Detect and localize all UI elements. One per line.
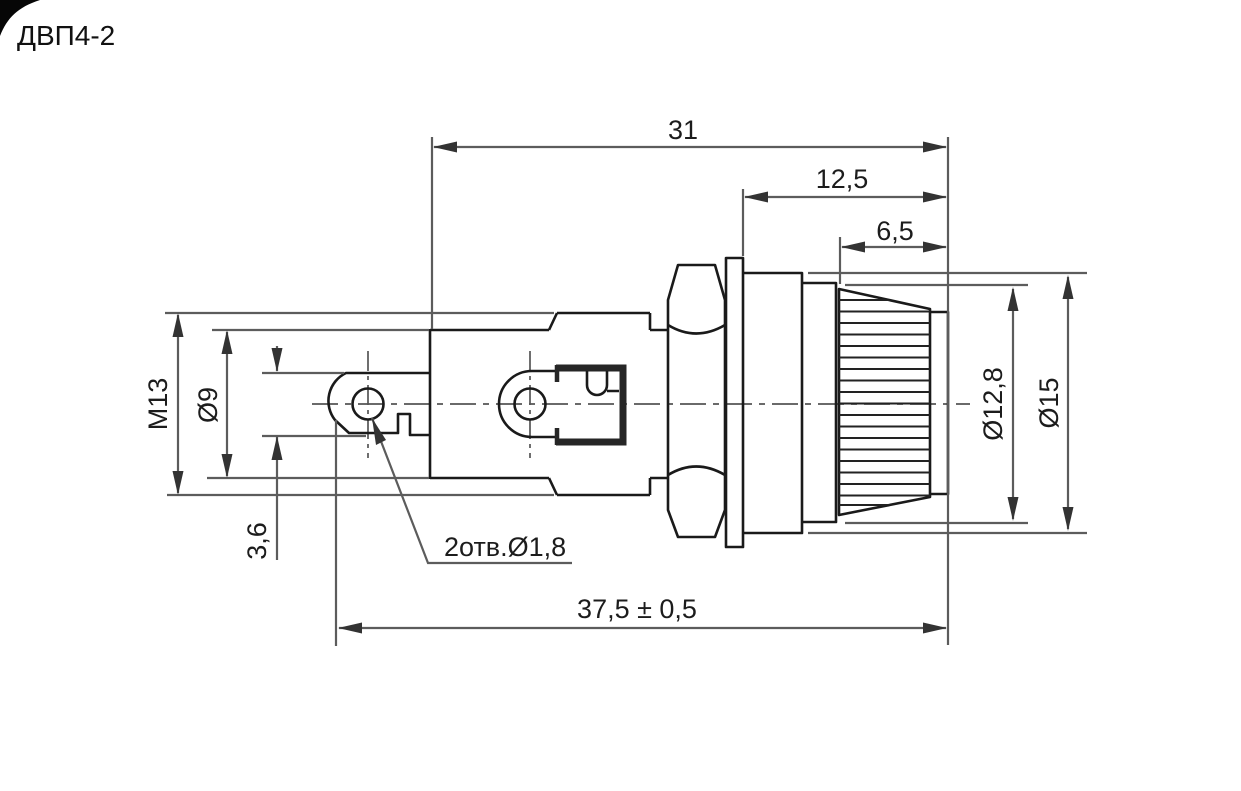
dim-label-31: 31 xyxy=(668,115,698,145)
dim-label-6-5: 6,5 xyxy=(876,216,914,246)
dimension-rear-length: 12,5 xyxy=(741,164,947,256)
lug-hole-middle xyxy=(513,387,547,421)
part-number-title: ДВП4-2 xyxy=(17,20,115,51)
scan-corner-artifact xyxy=(0,0,40,36)
dimension-body-diameter: Ø9 xyxy=(193,328,429,480)
contact-sleeve xyxy=(554,364,627,446)
dimension-cap-diameter: Ø12,8 xyxy=(845,283,1028,525)
leader-lug-holes: 2отв.Ø1,8 xyxy=(370,417,572,565)
dimension-flange-diameter: Ø15 xyxy=(808,271,1087,535)
leader-label-holes: 2отв.Ø1,8 xyxy=(444,532,566,562)
solder-lug-middle xyxy=(497,369,556,439)
contact-spring-finger xyxy=(585,371,619,397)
dim-label-12-5: 12,5 xyxy=(816,164,869,194)
knurl-lines xyxy=(839,298,930,507)
flange-threaded-section xyxy=(557,311,668,497)
part-side-view xyxy=(327,256,950,549)
dim-label-d12-8: Ø12,8 xyxy=(978,367,1008,441)
bushing-step xyxy=(802,281,838,524)
dim-label-3-6: 3,6 xyxy=(242,522,272,560)
bushing xyxy=(744,271,838,535)
panel-washer xyxy=(724,256,745,549)
insulator-body xyxy=(428,312,559,496)
dimension-body-length: 31 xyxy=(430,115,950,645)
cap-tip-collar xyxy=(930,310,950,496)
dimension-lug-width: 3,6 xyxy=(242,346,366,560)
knurled-cap xyxy=(837,287,950,517)
dimension-thread: M13 xyxy=(143,311,554,497)
dimension-cap-length: 6,5 xyxy=(838,216,947,284)
dim-label-m13: M13 xyxy=(143,378,173,431)
lug-hole-left xyxy=(351,387,385,421)
centerlines xyxy=(312,351,970,458)
hex-nut xyxy=(666,263,727,539)
solder-lug-left xyxy=(327,371,430,437)
dim-label-d15: Ø15 xyxy=(1034,377,1064,428)
dimension-overall-length: 37,5 ± 0,5 xyxy=(334,420,947,646)
dim-label-d9: Ø9 xyxy=(193,387,223,423)
dim-label-37-5: 37,5 ± 0,5 xyxy=(577,594,697,624)
